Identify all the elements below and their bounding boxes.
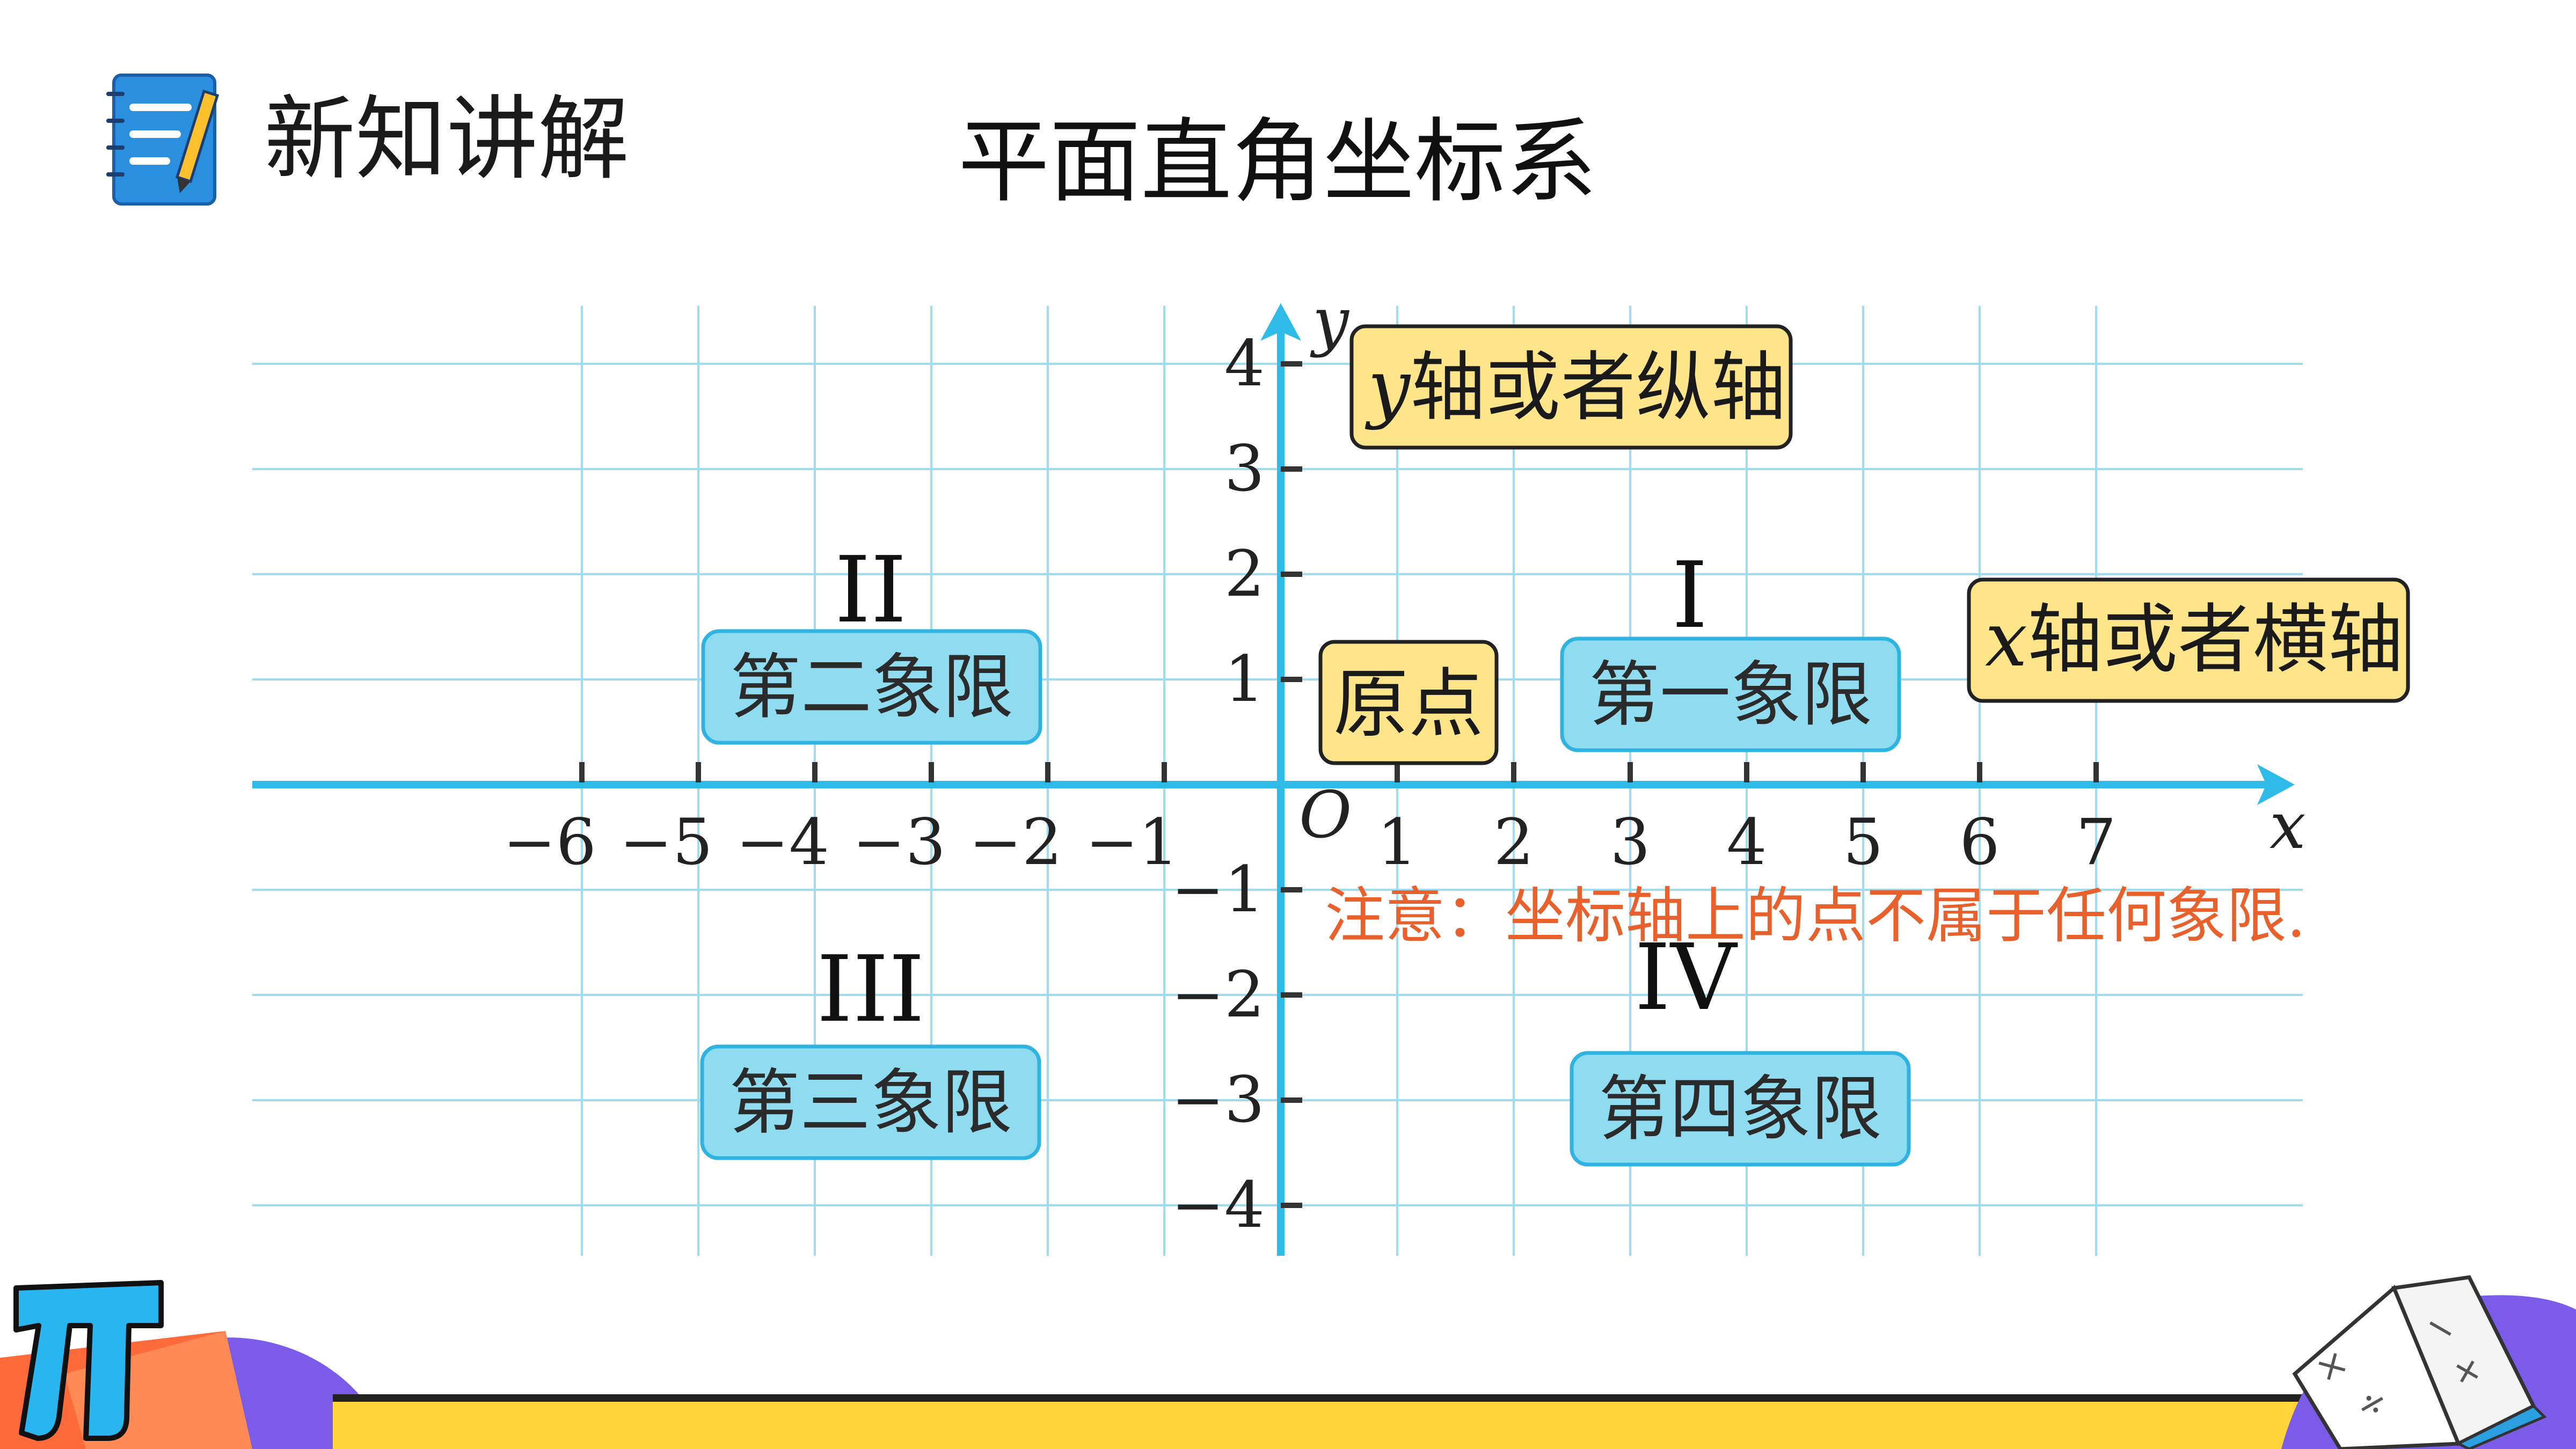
- y-tick-label: −2: [1171, 957, 1265, 1031]
- x-tick-label: 4: [1726, 805, 1767, 879]
- x-tick-label: −3: [852, 805, 946, 879]
- y-tick-label: −3: [1171, 1063, 1265, 1137]
- y-tick-label: 2: [1224, 537, 1265, 611]
- quadrant-1-label: 第一象限: [1589, 654, 1872, 736]
- x-tick-label: −6: [503, 805, 596, 879]
- quadrant-2-box: 第二象限: [701, 629, 1042, 745]
- x-axis-callout-text: 轴或者横轴: [2027, 596, 2403, 684]
- quadrant-2-label: 第二象限: [730, 646, 1013, 729]
- x-tick-label: 2: [1493, 805, 1534, 879]
- notebook-pencil-icon: [106, 74, 220, 206]
- x-tick-label: 6: [1959, 805, 1999, 879]
- origin-label: O: [1299, 778, 1352, 853]
- y-axis-label: y: [1310, 284, 1350, 359]
- y-axis-callout: y轴或者纵轴: [1349, 324, 1793, 450]
- x-tick-label: 5: [1843, 805, 1883, 879]
- quadrant-1-numeral: I: [1672, 543, 1707, 649]
- y-tick-label: 4: [1224, 326, 1265, 400]
- axes: [252, 303, 2295, 1256]
- pi-icon: [13, 1280, 164, 1441]
- ticks: −6 −5 −4 −3 −2 −1 1 2 3 4 5 6 7 4 3 2 1 −1 −2 −3 −4: [503, 326, 2117, 1242]
- svg-text:x轴或者横轴: x轴或者横轴: [1985, 596, 2403, 684]
- x-axis-label: x: [2269, 789, 2306, 863]
- x-tick-label: −5: [619, 805, 713, 879]
- math-book-icon: × ÷ − +: [2292, 1275, 2547, 1449]
- x-tick-label: 1: [1377, 805, 1417, 879]
- y-axis-callout-text: 轴或者纵轴: [1410, 344, 1786, 431]
- x-tick-label: 3: [1610, 805, 1650, 879]
- x-axis-callout-var: x: [1985, 596, 2027, 684]
- y-tick-label: 1: [1224, 642, 1265, 716]
- x-tick-label: 7: [2076, 805, 2116, 879]
- x-tick-label: −2: [969, 805, 1062, 879]
- quadrant-2-numeral: II: [835, 537, 907, 643]
- quadrant-4-label: 第四象限: [1599, 1068, 1882, 1151]
- footer-decoration: [0, 1295, 2576, 1449]
- x-tick-label: −4: [736, 805, 829, 879]
- quadrant-3-box: 第三象限: [700, 1044, 1041, 1160]
- quadrant-1-box: 第一象限: [1560, 636, 1901, 752]
- note-text: 注意：坐标轴上的点不属于任何象限.: [1325, 881, 2306, 951]
- x-axis-callout: x轴或者横轴: [1967, 577, 2410, 703]
- quadrant-3-numeral: III: [816, 936, 924, 1043]
- y-tick-label: −4: [1171, 1168, 1265, 1242]
- quadrant-4-numeral: IV: [1634, 925, 1738, 1031]
- y-axis-callout-var: y: [1364, 344, 1411, 431]
- y-tick-label: −1: [1171, 852, 1265, 926]
- origin-callout-text: 原点: [1333, 661, 1484, 748]
- x-tick-label: −1: [1085, 805, 1179, 879]
- quadrant-4-box: 第四象限: [1570, 1051, 1911, 1167]
- origin-callout: 原点: [1318, 640, 1499, 765]
- slide-title: 平面直角坐标系: [958, 109, 1597, 215]
- quadrant-3-label: 第三象限: [729, 1062, 1012, 1144]
- x-axis-arrow: [2257, 764, 2295, 805]
- svg-text:y轴或者纵轴: y轴或者纵轴: [1364, 344, 1786, 431]
- y-tick-label: 3: [1224, 431, 1265, 506]
- y-axis-arrow: [1260, 303, 1301, 341]
- section-title: 新知讲解: [264, 86, 629, 193]
